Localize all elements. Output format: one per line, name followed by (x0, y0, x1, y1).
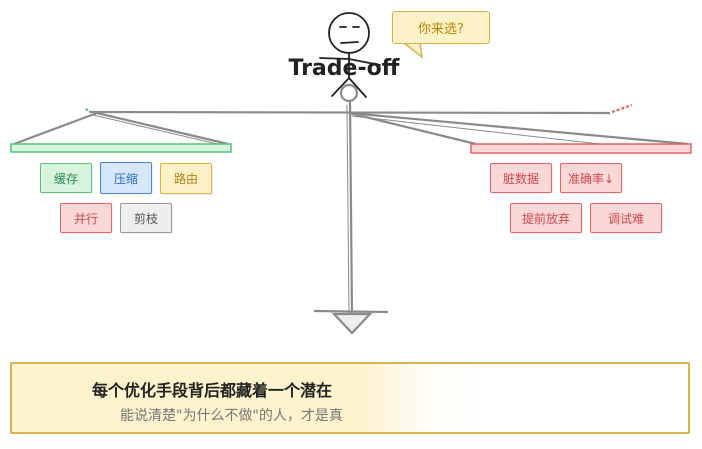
left-tag: 并行 (60, 203, 112, 233)
banner-fade-overlay (357, 364, 688, 432)
scale-beam (13, 103, 689, 147)
left-tag: 缓存 (40, 163, 92, 193)
speech-bubble: 你来选? (392, 11, 490, 44)
speech-bubble-text: 你来选? (418, 22, 464, 37)
right-tag: 提前放弃 (510, 203, 582, 233)
banner-subtext: 能说清楚"为什么不做"的人，才是真 (120, 408, 343, 424)
right-tag: 脏数据 (490, 163, 552, 193)
right-tag: 调试难 (590, 203, 662, 233)
right-tag: 准确率↓ (560, 163, 622, 193)
summary-banner: 每个优化手段背后都藏着一个潜在 能说清楚"为什么不做"的人，才是真 (10, 362, 690, 434)
scale-stand (313, 83, 389, 335)
right-pan (470, 143, 692, 154)
stick-figure (319, 12, 381, 98)
left-tag: 路由 (160, 163, 212, 194)
speech-bubble-tail (401, 42, 424, 59)
left-tag: 压缩 (100, 162, 152, 194)
diagram-title: Trade-off (288, 56, 400, 81)
left-tag: 剪枝 (120, 203, 172, 233)
left-pan (10, 143, 232, 153)
banner-headline: 每个优化手段背后都藏着一个潜在 (92, 381, 333, 400)
